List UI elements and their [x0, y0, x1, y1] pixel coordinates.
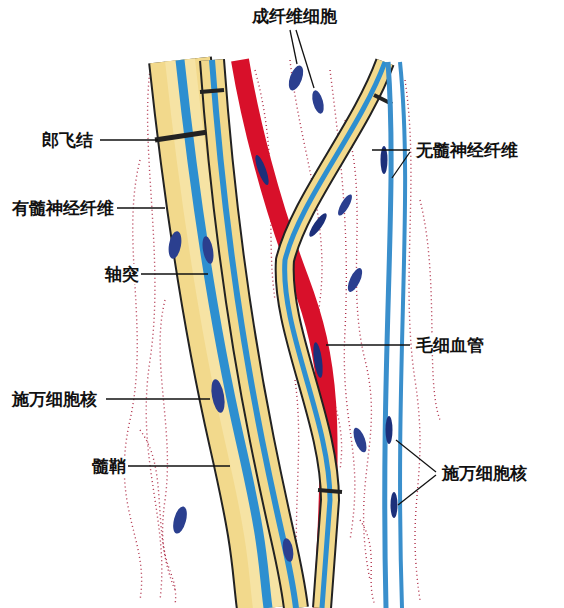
- unmyelinated-fibres: [381, 62, 406, 608]
- part-label: 轴突: [103, 264, 141, 284]
- part-label: 施万细胞核: [440, 463, 529, 483]
- part-label: 毛细血管: [414, 335, 486, 355]
- part-label: 髓鞘: [90, 456, 128, 476]
- nuclei: [167, 64, 369, 563]
- thin-myelinated-fibre: [285, 62, 392, 608]
- part-label: 施万细胞核: [10, 389, 99, 409]
- part-label: 无髓神经纤维: [414, 140, 520, 160]
- part-label: 郎飞结: [40, 130, 95, 150]
- part-label: 有髓神经纤维: [10, 198, 116, 218]
- leader-lines: [100, 30, 436, 505]
- part-label: 成纤维细胞: [250, 6, 339, 26]
